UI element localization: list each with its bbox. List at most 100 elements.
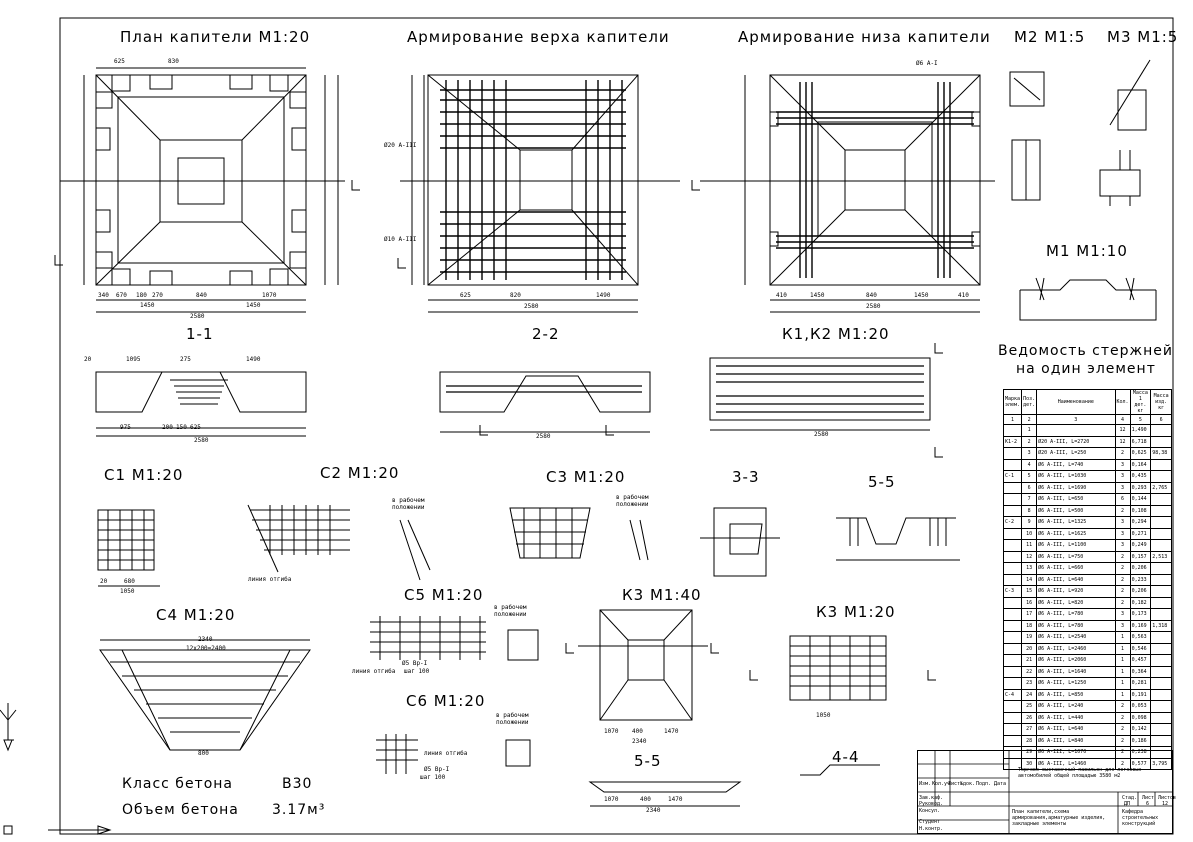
spec-cell-name: Ø6 А-III, L=240 [1036, 700, 1116, 713]
ann-c6-bend: линия отгиба [424, 750, 468, 757]
spec-cell-total [1150, 458, 1172, 471]
spec-cell-mark: С-2 [1002, 516, 1023, 529]
spec-header-name: Наименование [1036, 389, 1116, 415]
spec-cell-pos: 12 [1021, 550, 1038, 563]
spec-cell-name: Ø6 А-III, L=780 [1036, 608, 1116, 621]
mesh-c4 [99, 639, 311, 751]
spec-cell-name: Ø6 А-III, L=820 [1036, 596, 1116, 609]
spec-cell-mark [1002, 447, 1023, 460]
dim-s55-1: 1070 [604, 796, 619, 803]
dim-k-total: 2580 [814, 431, 829, 438]
spec-cell-total: 3,795 [1150, 757, 1172, 770]
dim-k3-p1: 1070 [604, 728, 619, 735]
title-m2: М2 М1:5 [1014, 28, 1086, 46]
concrete-class-label: Класс бетона [122, 776, 234, 792]
dim-s55-4: 2340 [646, 807, 661, 814]
spec-cell-name: Ø20 А-III, L=2720 [1036, 435, 1116, 448]
section-marks [54, 180, 943, 681]
tb-sheet-label: Лист [1142, 795, 1155, 801]
title-capital-plan: План капители М1:20 [120, 28, 311, 46]
spec-cell-qty: 3 [1114, 458, 1131, 471]
spec-cell-mass: 0,457 [1129, 654, 1152, 667]
tb-project: Торгово-выставочный павильон для легковы… [1018, 767, 1142, 779]
spec-cell-total: 2,513 [1150, 550, 1172, 563]
dim-plan-t2: 830 [168, 58, 179, 65]
dim-c4-step: 12х200=2400 [186, 645, 226, 652]
spec-number-row: 1 2 3 4 5 6 [1002, 414, 1172, 425]
spec-cell-qty: 1 [1114, 631, 1131, 644]
spec-cell-total [1150, 746, 1172, 759]
spec-cell-qty: 2 [1114, 723, 1131, 736]
spec-cell-pos: 8 [1021, 504, 1038, 517]
spec-cell-mass: 0,364 [1129, 665, 1152, 678]
title-k3-1-40: К3 М1:40 [622, 586, 702, 604]
rebar-specification-table: Марка элем. Поз. дет. Наименование Кол. … [1002, 389, 1172, 770]
spec-cell-total [1150, 562, 1172, 575]
spec-cell-name [1036, 424, 1116, 437]
ann-bar-20: Ø20 А-III [384, 142, 417, 149]
spec-cell-mark [1002, 527, 1023, 540]
spec-cell-total [1150, 677, 1172, 690]
spec-cell-qty: 3 [1114, 608, 1131, 621]
spec-cell-total [1150, 504, 1172, 517]
spec-cell-mark [1002, 654, 1023, 667]
tb-sheet-title: План капители,схема армирования,арматурн… [1012, 809, 1106, 827]
dim-s55-3: 1470 [668, 796, 683, 803]
tb-sheets-label: Листов [1158, 795, 1177, 801]
spec-cell-total [1150, 665, 1172, 678]
spec-cell-mass: 0,142 [1129, 723, 1152, 736]
dim-s11-b1: 975 [120, 424, 131, 431]
dim-plan-b6: 1070 [262, 292, 277, 299]
spec-cell-pos: 19 [1021, 631, 1038, 644]
spec-cell-pos: 16 [1021, 596, 1038, 609]
title-section-2-2: 2-2 [532, 325, 560, 343]
spec-cell-total [1150, 435, 1172, 448]
spec-col-num: 3 [1036, 414, 1116, 425]
spec-cell-pos: 5 [1021, 470, 1038, 483]
spec-cell-qty: 2 [1114, 550, 1131, 563]
dim-s11-total: 2580 [194, 437, 209, 444]
dim-s55-2: 400 [640, 796, 651, 803]
spec-cell-mass: 0,206 [1129, 562, 1152, 575]
tb-stage: ДП [1124, 801, 1131, 807]
title-section-5-5-lower: 5-5 [634, 752, 662, 770]
top-reinforcement-plan [400, 74, 680, 313]
dim-s11-t3: 275 [180, 356, 191, 363]
tb-sheet: 6 [1146, 801, 1150, 807]
mesh-c2 [247, 504, 431, 581]
dim-plan-t1: 625 [114, 58, 125, 65]
frame-k3-plan [578, 609, 708, 721]
spec-cell-total: 1,318 [1150, 619, 1172, 632]
spec-cell-pos: 20 [1021, 642, 1038, 655]
dim-bottom-p5: 410 [958, 292, 969, 299]
dim-plan-half-right: 1450 [246, 302, 261, 309]
spec-cell-mass: 0,435 [1129, 470, 1152, 483]
spec-cell-mark: С-4 [1002, 688, 1023, 701]
spec-cell-mass: 0,144 [1129, 493, 1152, 506]
spec-header-mark: Марка элем. [1002, 389, 1023, 415]
spec-cell-name: Ø6 А-III, L=440 [1036, 711, 1116, 724]
spec-cell-name: Ø6 А-III, L=780 [1036, 619, 1116, 632]
dim-c1-3: 1050 [120, 588, 135, 595]
spec-cell-name: Ø6 А-III, L=1690 [1036, 481, 1116, 494]
spec-cell-mark [1002, 608, 1023, 621]
tb-role-student: Студент [919, 819, 941, 825]
spec-cell-pos: 24 [1021, 688, 1038, 701]
spec-cell-qty: 2 [1114, 504, 1131, 517]
spec-cell-mark [1002, 596, 1023, 609]
title-c5: С5 М1:20 [404, 586, 484, 604]
embedded-parts [1009, 59, 1157, 321]
spec-cell-qty: 1 [1114, 665, 1131, 678]
spec-cell-mass: 0,233 [1129, 573, 1152, 586]
spec-cell-qty: 3 [1114, 539, 1131, 552]
spec-cell-mass: 0,098 [1129, 711, 1152, 724]
